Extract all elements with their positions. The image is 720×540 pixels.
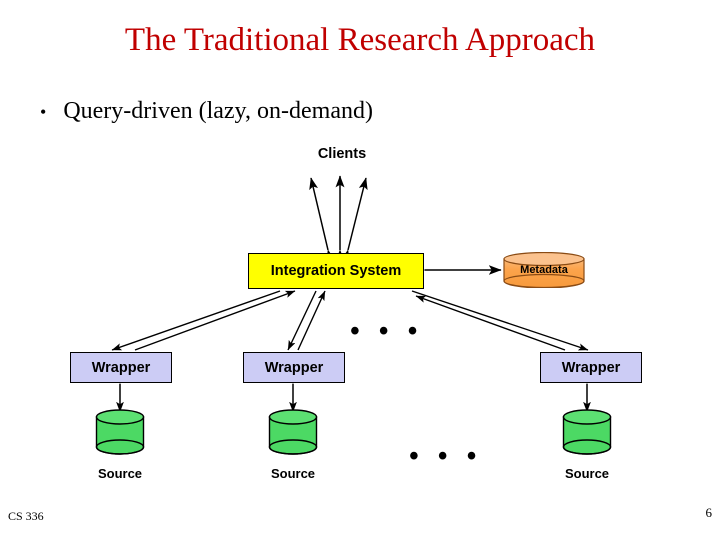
connector-integration-to-wrapper-3 [411,290,589,351]
wrapper-label: Wrapper [91,359,151,376]
connector-integration-to-clients [309,175,368,263]
integration-system-box[interactable]: Integration System [248,253,424,289]
wrapper-label: Wrapper [561,359,621,376]
metadata-label: Metadata [520,264,568,276]
metadata-cylinder-shape [503,251,585,289]
source-label-2: Source [270,466,316,481]
source-cylinder-1[interactable] [95,409,145,455]
bullet-item: • Query-driven (lazy, on-demand) [40,98,373,125]
ellipsis-wrappers: • • • [350,316,424,347]
source-cylinder-shape [268,409,318,455]
wrapper-box-1[interactable]: Wrapper [70,352,172,383]
wrapper-label: Wrapper [264,359,324,376]
source-label-3: Source [564,466,610,481]
page-title: The Traditional Research Approach [124,22,596,58]
wrapper-box-2[interactable]: Wrapper [243,352,345,383]
source-cylinder-2[interactable] [268,409,318,455]
wrapper-box-3[interactable]: Wrapper [540,352,642,383]
bullet-dot-icon: • [40,102,47,122]
source-cylinder-shape [95,409,145,455]
source-label-1: Source [97,466,143,481]
ellipsis-sources: • • • [409,441,483,472]
connector-integration-to-wrapper-2 [287,290,326,351]
bullet-text: Query-driven (lazy, on-demand) [63,98,373,124]
metadata-cylinder[interactable]: Metadata [503,251,585,289]
connector-integration-to-wrapper-1 [111,290,296,351]
clients-label: Clients [317,146,367,162]
integration-system-label: Integration System [270,263,402,279]
source-cylinder-3[interactable] [562,409,612,455]
source-cylinder-shape [562,409,612,455]
footer-course-label: CS 336 [8,509,44,523]
footer-page-number: 6 [705,505,713,520]
